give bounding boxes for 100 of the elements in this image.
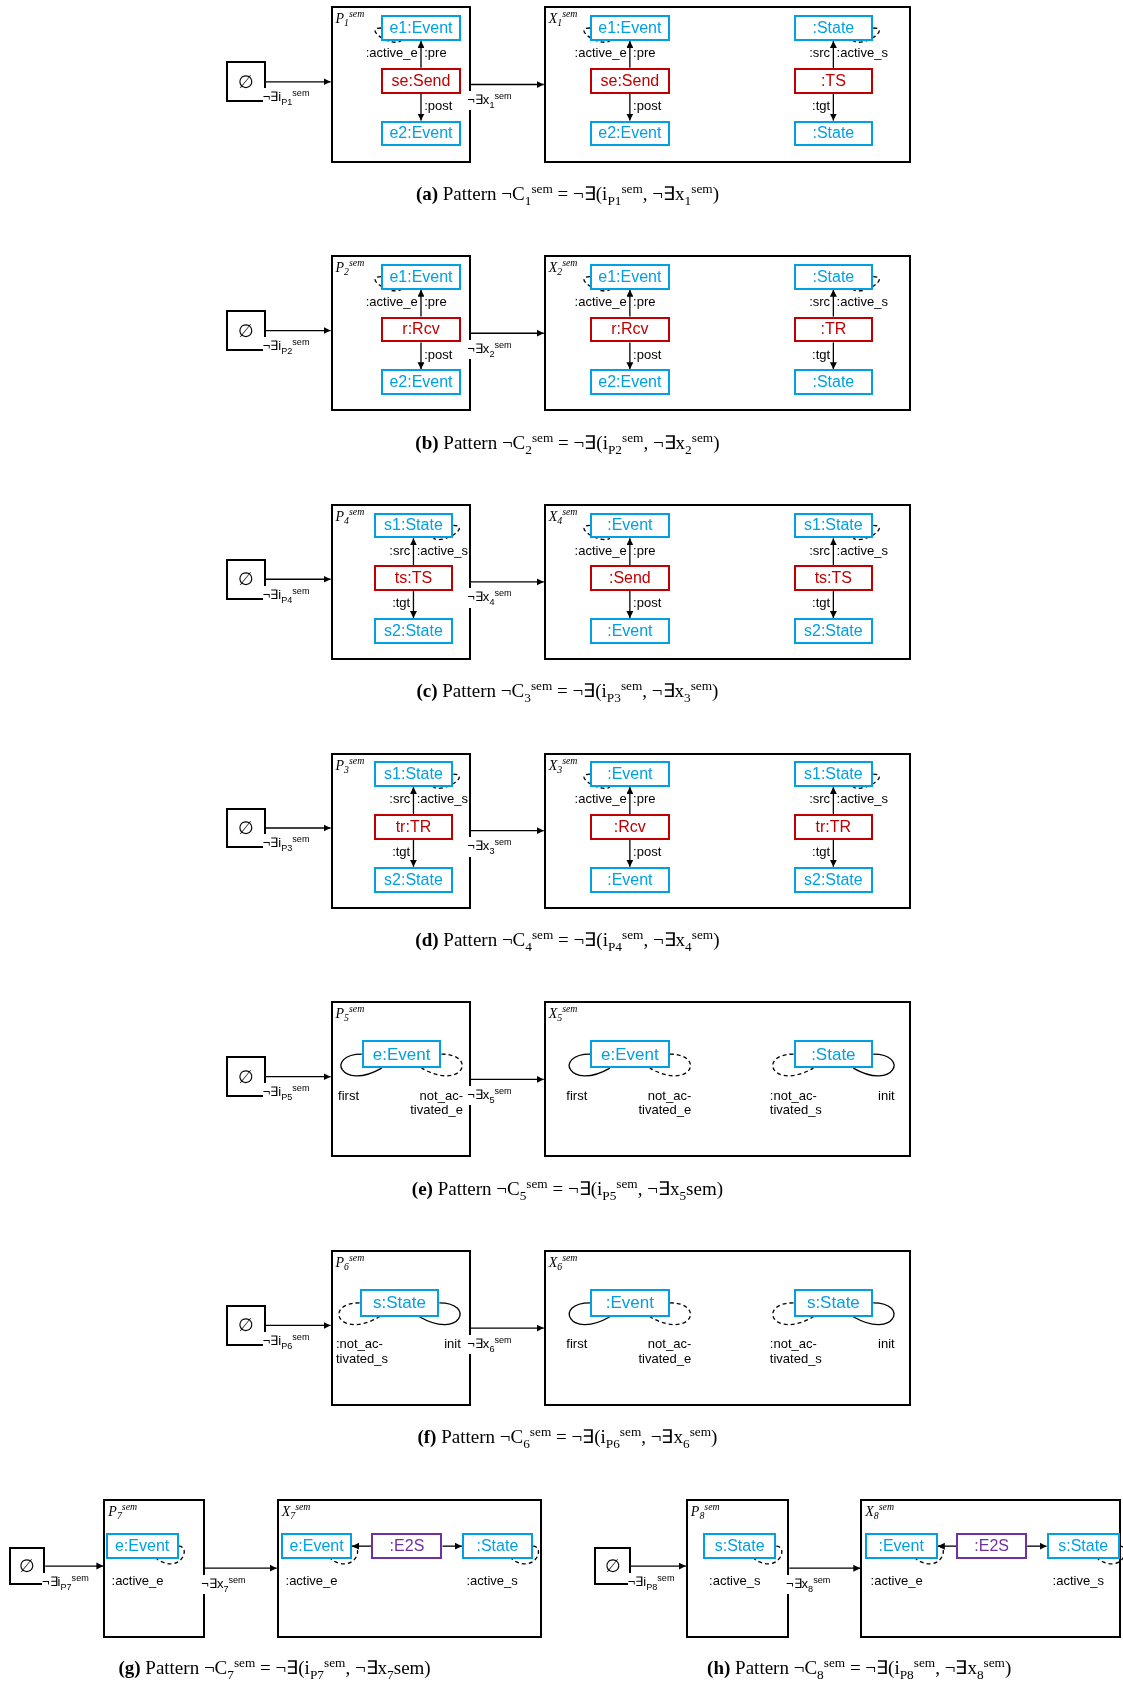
arrow bbox=[44, 1562, 104, 1570]
loop-connector bbox=[568, 1302, 611, 1326]
edge-label: :tgt bbox=[812, 596, 831, 612]
arrow bbox=[626, 93, 634, 122]
arrow bbox=[417, 93, 425, 122]
loop-connector bbox=[772, 1053, 815, 1077]
loop-connector bbox=[852, 773, 880, 789]
edge-label: :post bbox=[633, 596, 662, 612]
object-box: r:Rcv bbox=[381, 316, 461, 343]
loop-connector bbox=[583, 524, 611, 541]
edge-label: :not_ac- tivated_s bbox=[769, 1088, 823, 1119]
arrow bbox=[626, 839, 634, 868]
object-box: s1:State bbox=[793, 761, 874, 788]
loop-connector bbox=[852, 276, 880, 292]
arrow bbox=[829, 537, 837, 566]
arrow bbox=[265, 824, 332, 832]
caption: (b) Pattern ¬C$_{2}$$^{sem}$ = ¬∃(i$_{P2}$$^{sem}$, ¬∃x$_{2}$$^{sem}$) bbox=[415, 429, 720, 458]
edge-label: :active_s bbox=[466, 1574, 518, 1590]
arrow bbox=[788, 1564, 861, 1572]
edge-label: :post bbox=[633, 845, 662, 861]
object-box: ts:TS bbox=[373, 565, 454, 592]
arrow bbox=[829, 289, 837, 318]
edge-label: :active_s bbox=[836, 792, 888, 808]
empty-set-box: ∅ bbox=[226, 310, 266, 351]
object-box: s:State bbox=[703, 1533, 777, 1560]
loop-connector bbox=[418, 1302, 461, 1326]
edge-label: :active_e bbox=[870, 1574, 923, 1590]
loop-connector bbox=[649, 1053, 692, 1077]
loop-connector bbox=[852, 1053, 895, 1077]
object-box: :Send bbox=[590, 565, 670, 592]
edge-label: :active_s bbox=[1052, 1574, 1104, 1590]
loop-connector bbox=[330, 1545, 359, 1565]
arrow bbox=[626, 289, 634, 318]
object-box: s:State bbox=[1046, 1533, 1120, 1560]
edge-label: first bbox=[338, 1088, 361, 1104]
edge-label: :active_s bbox=[836, 543, 888, 559]
loop-connector bbox=[583, 27, 611, 43]
object-box: s1:State bbox=[373, 512, 454, 539]
edge-label: :tgt bbox=[812, 347, 831, 363]
arrow bbox=[265, 1321, 332, 1329]
object-box: e1:Event bbox=[590, 263, 670, 290]
arrow bbox=[265, 78, 332, 86]
object-box: :Event bbox=[864, 1533, 938, 1560]
edge-label: init bbox=[877, 1337, 895, 1353]
arrow bbox=[441, 1542, 463, 1550]
arrow bbox=[829, 341, 837, 370]
arrow bbox=[1026, 1542, 1048, 1550]
empty-set-box: ∅ bbox=[226, 1304, 266, 1346]
loop-connector bbox=[374, 276, 402, 292]
arrow bbox=[417, 40, 425, 69]
edge-label: :post bbox=[424, 347, 453, 363]
object-box: s2:State bbox=[793, 866, 874, 893]
caption: (g) Pattern ¬C$_{7}$$^{sem}$ = ¬∃(i$_{P7}$$^{sem}$, ¬∃x$_{7}$sem) bbox=[118, 1654, 431, 1683]
edge-label: :pre bbox=[424, 46, 447, 62]
object-box: :E2S bbox=[371, 1533, 443, 1560]
arrow bbox=[417, 341, 425, 370]
arrow bbox=[829, 40, 837, 69]
object-box: :Event bbox=[590, 1288, 670, 1317]
edge-label: :active_e bbox=[111, 1574, 164, 1590]
loop-connector bbox=[649, 1302, 692, 1326]
object-box: e2:Event bbox=[381, 120, 461, 147]
edge-label: :pre bbox=[633, 543, 656, 559]
arrow bbox=[626, 590, 634, 619]
edge-label: :post bbox=[633, 347, 662, 363]
pattern-frame bbox=[543, 1250, 911, 1407]
object-box: e:Event bbox=[361, 1040, 442, 1069]
arrow bbox=[469, 1075, 545, 1083]
arrow bbox=[265, 575, 332, 583]
arrow bbox=[630, 1562, 687, 1570]
edge-label: :active_s bbox=[836, 46, 888, 62]
edge-label: :tgt bbox=[812, 99, 831, 114]
object-box: e1:Event bbox=[590, 15, 670, 41]
object-box: :State bbox=[793, 120, 874, 147]
edge-label: :not_ac- tivated_s bbox=[769, 1337, 823, 1368]
object-box: e2:Event bbox=[590, 120, 670, 147]
edge-label: first bbox=[566, 1088, 589, 1104]
edge-label: :active_e bbox=[574, 792, 627, 808]
edge-label: :pre bbox=[633, 46, 656, 62]
loop-connector bbox=[420, 1053, 463, 1077]
edge-label: :tgt bbox=[392, 596, 411, 612]
loop-connector bbox=[1097, 1545, 1123, 1565]
object-box: tr:TR bbox=[373, 813, 454, 840]
arrow bbox=[469, 1324, 545, 1332]
loop-connector bbox=[583, 773, 611, 789]
object-box: :Event bbox=[590, 512, 670, 539]
loop-connector bbox=[432, 773, 461, 789]
object-box: e:Event bbox=[281, 1533, 353, 1560]
arrow bbox=[409, 537, 417, 566]
loop-connector bbox=[583, 276, 611, 292]
arrow bbox=[469, 81, 545, 88]
arrow bbox=[829, 786, 837, 815]
object-box: s:State bbox=[793, 1288, 874, 1317]
object-box: s2:State bbox=[793, 618, 874, 644]
empty-set-box: ∅ bbox=[226, 61, 266, 103]
arrow bbox=[829, 590, 837, 619]
caption: (f) Pattern ¬C$_{6}$$^{sem}$ = ¬∃(i$_{P6}$$^{sem}$, ¬∃x$_{6}$$^{sem}$) bbox=[417, 1424, 718, 1453]
empty-set-box: ∅ bbox=[8, 1547, 46, 1585]
loop-connector bbox=[568, 1053, 611, 1077]
empty-set-box: ∅ bbox=[594, 1547, 631, 1585]
arrow bbox=[469, 827, 545, 835]
